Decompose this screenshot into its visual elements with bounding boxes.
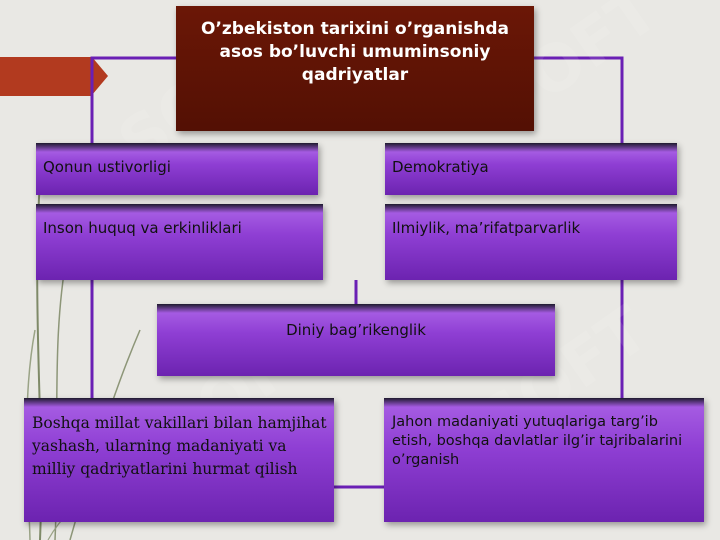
accent-tab — [0, 57, 108, 96]
node-label: Boshqa millat vakillari bilan hamjihat y… — [32, 414, 327, 478]
node-diniy-bagrikenglik: Diniy bag’rikenglik — [157, 304, 555, 376]
node-label: Ilmiylik, ma’rifatparvarlik — [392, 219, 581, 237]
diagram-title: O’zbekiston tarixini o’rganishda asos bo… — [176, 6, 534, 131]
node-jahon-madaniyati: Jahon madaniyati yutuqlariga targ’ib eti… — [384, 398, 704, 522]
node-label: Diniy bag’rikenglik — [286, 321, 426, 339]
node-label: Qonun ustivorligi — [43, 158, 171, 176]
node-label: Demokratiya — [392, 158, 489, 176]
node-ilmiylik: Ilmiylik, ma’rifatparvarlik — [385, 204, 677, 280]
node-boshqa-millat: Boshqa millat vakillari bilan hamjihat y… — [24, 398, 334, 522]
node-qonun-ustivorligi: Qonun ustivorligi — [36, 143, 318, 195]
node-inson-huquq: Inson huquq va erkinliklari — [36, 204, 323, 280]
node-label: Jahon madaniyati yutuqlariga targ’ib eti… — [392, 414, 683, 468]
node-label: Inson huquq va erkinliklari — [43, 219, 242, 237]
node-demokratiya: Demokratiya — [385, 143, 677, 195]
